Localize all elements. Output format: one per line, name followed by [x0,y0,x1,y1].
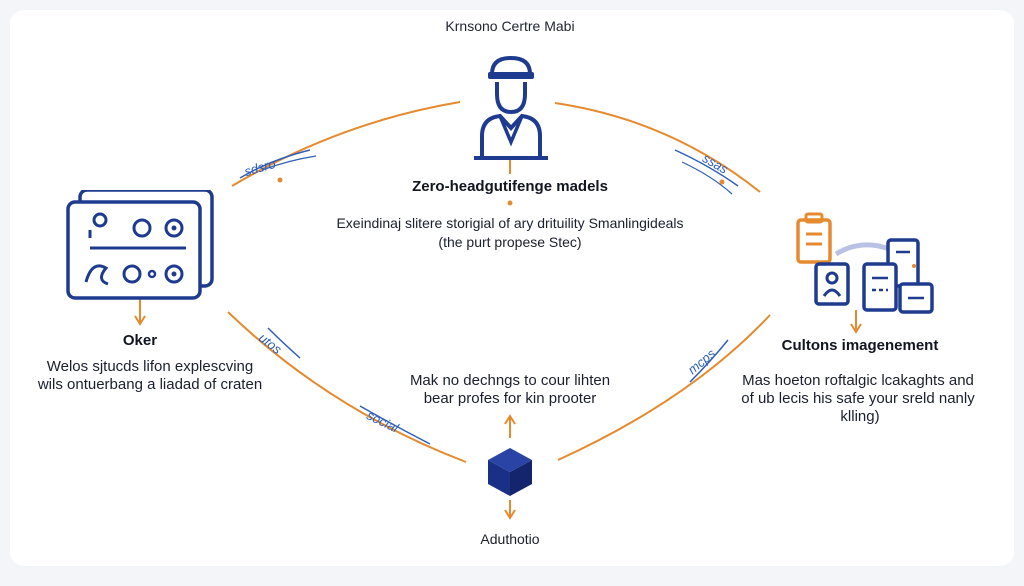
bottom-node-line2: bear profes for kin prooter [423,390,597,407]
arc-dot-tr [719,179,725,185]
top-node-line2: (the purt propese Stec) [438,234,582,250]
arc-accent-tr2 [681,161,733,195]
documents-flow-icon [796,212,934,314]
arc-bottom-right [557,314,771,461]
right-node-line3: klling) [840,408,880,425]
bottom-node-line1: Mak no dechngs to cour lihten [409,372,611,389]
top-node-heading: Zero-headgutifenge madels [412,178,608,195]
arc-accent-bl2 [359,405,431,445]
worker-person-icon [474,55,548,160]
arc-accent-tr [674,149,739,187]
left-arrow-head [134,315,146,326]
arc-accent-br [689,339,729,383]
right-node-line1: Mas hoeton roftalgic lcakaghts and [742,372,974,389]
left-node-line1: Welos sjtucds lifon explescving [46,358,254,375]
cube-icon [488,448,532,496]
diagram-canvas: sdsro ssas utos social mcps Krnsono Cert… [10,10,1014,566]
diagram-title: Krnsono Certre Mabi [445,18,575,34]
arc-accent-tl2 [261,155,317,171]
arc-dot-tl [277,177,283,183]
left-node-line2: wils ontuerbang a liadad of craten [37,376,263,393]
bottom-node-label: Aduthotio [480,531,540,547]
connector-layer [134,101,862,520]
dashboard-icon [66,190,214,300]
right-node-line2: of ub lecis his safe your sreld nanly [741,390,975,407]
arc-accent-bl [267,327,301,359]
top-heading-dot [507,200,513,206]
bottom-down-arrow-head [504,509,516,520]
left-node-heading: Oker [122,332,158,349]
arc-top-right [554,102,761,193]
top-node-line1: Exeindinaj slitere storigial of ary drit… [336,215,684,231]
right-node-heading: Cultons imagenement [781,337,939,354]
arc-accent-tl [239,149,311,179]
arc-top-left [231,101,461,187]
right-arrow-head [850,323,862,334]
arc-bottom-left [227,311,467,463]
bottom-up-arrow-head [504,414,516,425]
